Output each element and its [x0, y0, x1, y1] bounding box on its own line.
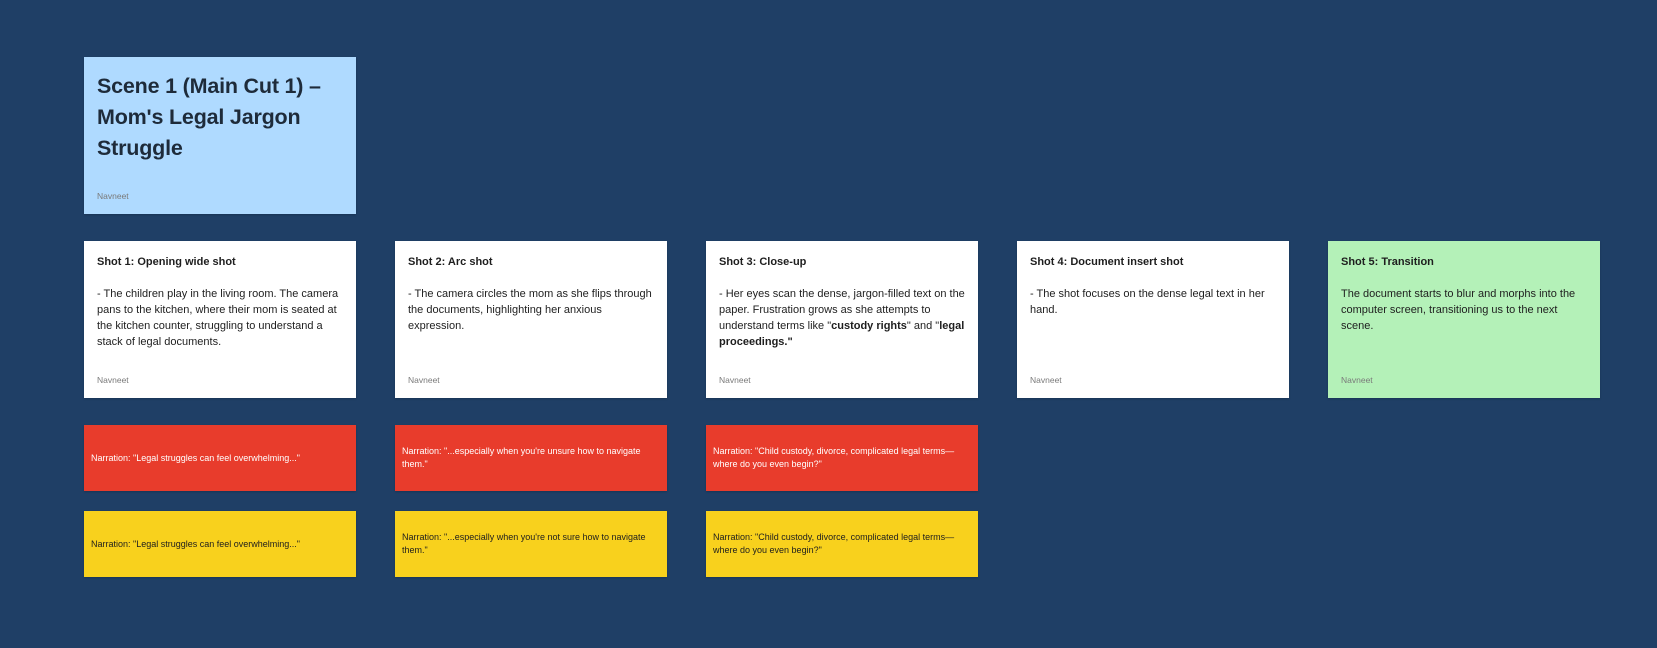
narration-yellow-note-1[interactable]: Narration: "Legal struggles can feel ove…	[84, 511, 356, 577]
shot-bold-term: legal proceedings.	[719, 320, 965, 348]
shot-text: " and "	[906, 320, 940, 332]
shot-description: - The shot focuses on the dense legal te…	[1030, 288, 1265, 316]
note-author: Navneet	[719, 375, 751, 385]
narration-text: Narration: "Legal struggles can feel ove…	[91, 452, 300, 463]
narration-red-note-1[interactable]: Narration: "Legal struggles can feel ove…	[84, 425, 356, 491]
shot-text: "	[787, 336, 793, 348]
shot-description: - Her eyes scan the dense, jargon-filled…	[719, 286, 965, 350]
shot-text: - Her eyes scan the dense, jargon-filled…	[719, 288, 965, 332]
narration-text: Narration: "Child custody, divorce, comp…	[713, 446, 955, 469]
narration-red-note-3[interactable]: Narration: "Child custody, divorce, comp…	[706, 425, 978, 491]
shot-title: Shot 5: Transition	[1341, 256, 1434, 268]
shot-1-note[interactable]: Shot 1: Opening wide shot - The children…	[84, 241, 356, 398]
shot-description: - The children play in the living room. …	[97, 288, 339, 348]
note-author: Navneet	[408, 375, 440, 385]
narration-red-note-2[interactable]: Narration: "...especially when you're un…	[395, 425, 667, 491]
shot-3-note[interactable]: Shot 3: Close-up - Her eyes scan the den…	[706, 241, 978, 398]
narration-yellow-note-3[interactable]: Narration: "Child custody, divorce, comp…	[706, 511, 978, 577]
shot-title: Shot 4: Document insert shot	[1030, 256, 1184, 268]
shot-4-note[interactable]: Shot 4: Document insert shot - The shot …	[1017, 241, 1289, 398]
narration-text: Narration: "...especially when you're no…	[402, 532, 646, 555]
shot-bold-term: custody rights	[831, 320, 907, 332]
shot-description: The document starts to blur and morphs i…	[1341, 288, 1576, 332]
note-author: Navneet	[1030, 375, 1062, 385]
narration-yellow-note-2[interactable]: Narration: "...especially when you're no…	[395, 511, 667, 577]
shot-description: - The camera circles the mom as she flip…	[408, 288, 652, 332]
scene-title: Scene 1 (Main Cut 1) – Mom's Legal Jargo…	[97, 74, 321, 160]
narration-text: Narration: "Child custody, divorce, comp…	[713, 532, 955, 555]
shot-title: Shot 2: Arc shot	[408, 256, 493, 268]
narration-text: Narration: "Legal struggles can feel ove…	[91, 538, 300, 549]
shot-title: Shot 3: Close-up	[719, 256, 807, 268]
shot-5-note[interactable]: Shot 5: Transition The document starts t…	[1328, 241, 1600, 398]
shot-2-note[interactable]: Shot 2: Arc shot - The camera circles th…	[395, 241, 667, 398]
narration-text: Narration: "...especially when you're un…	[402, 446, 641, 469]
note-author: Navneet	[97, 375, 129, 385]
note-author: Navneet	[97, 191, 129, 201]
scene-title-note[interactable]: Scene 1 (Main Cut 1) – Mom's Legal Jargo…	[84, 57, 356, 214]
note-author: Navneet	[1341, 375, 1373, 385]
shot-title: Shot 1: Opening wide shot	[97, 256, 236, 268]
